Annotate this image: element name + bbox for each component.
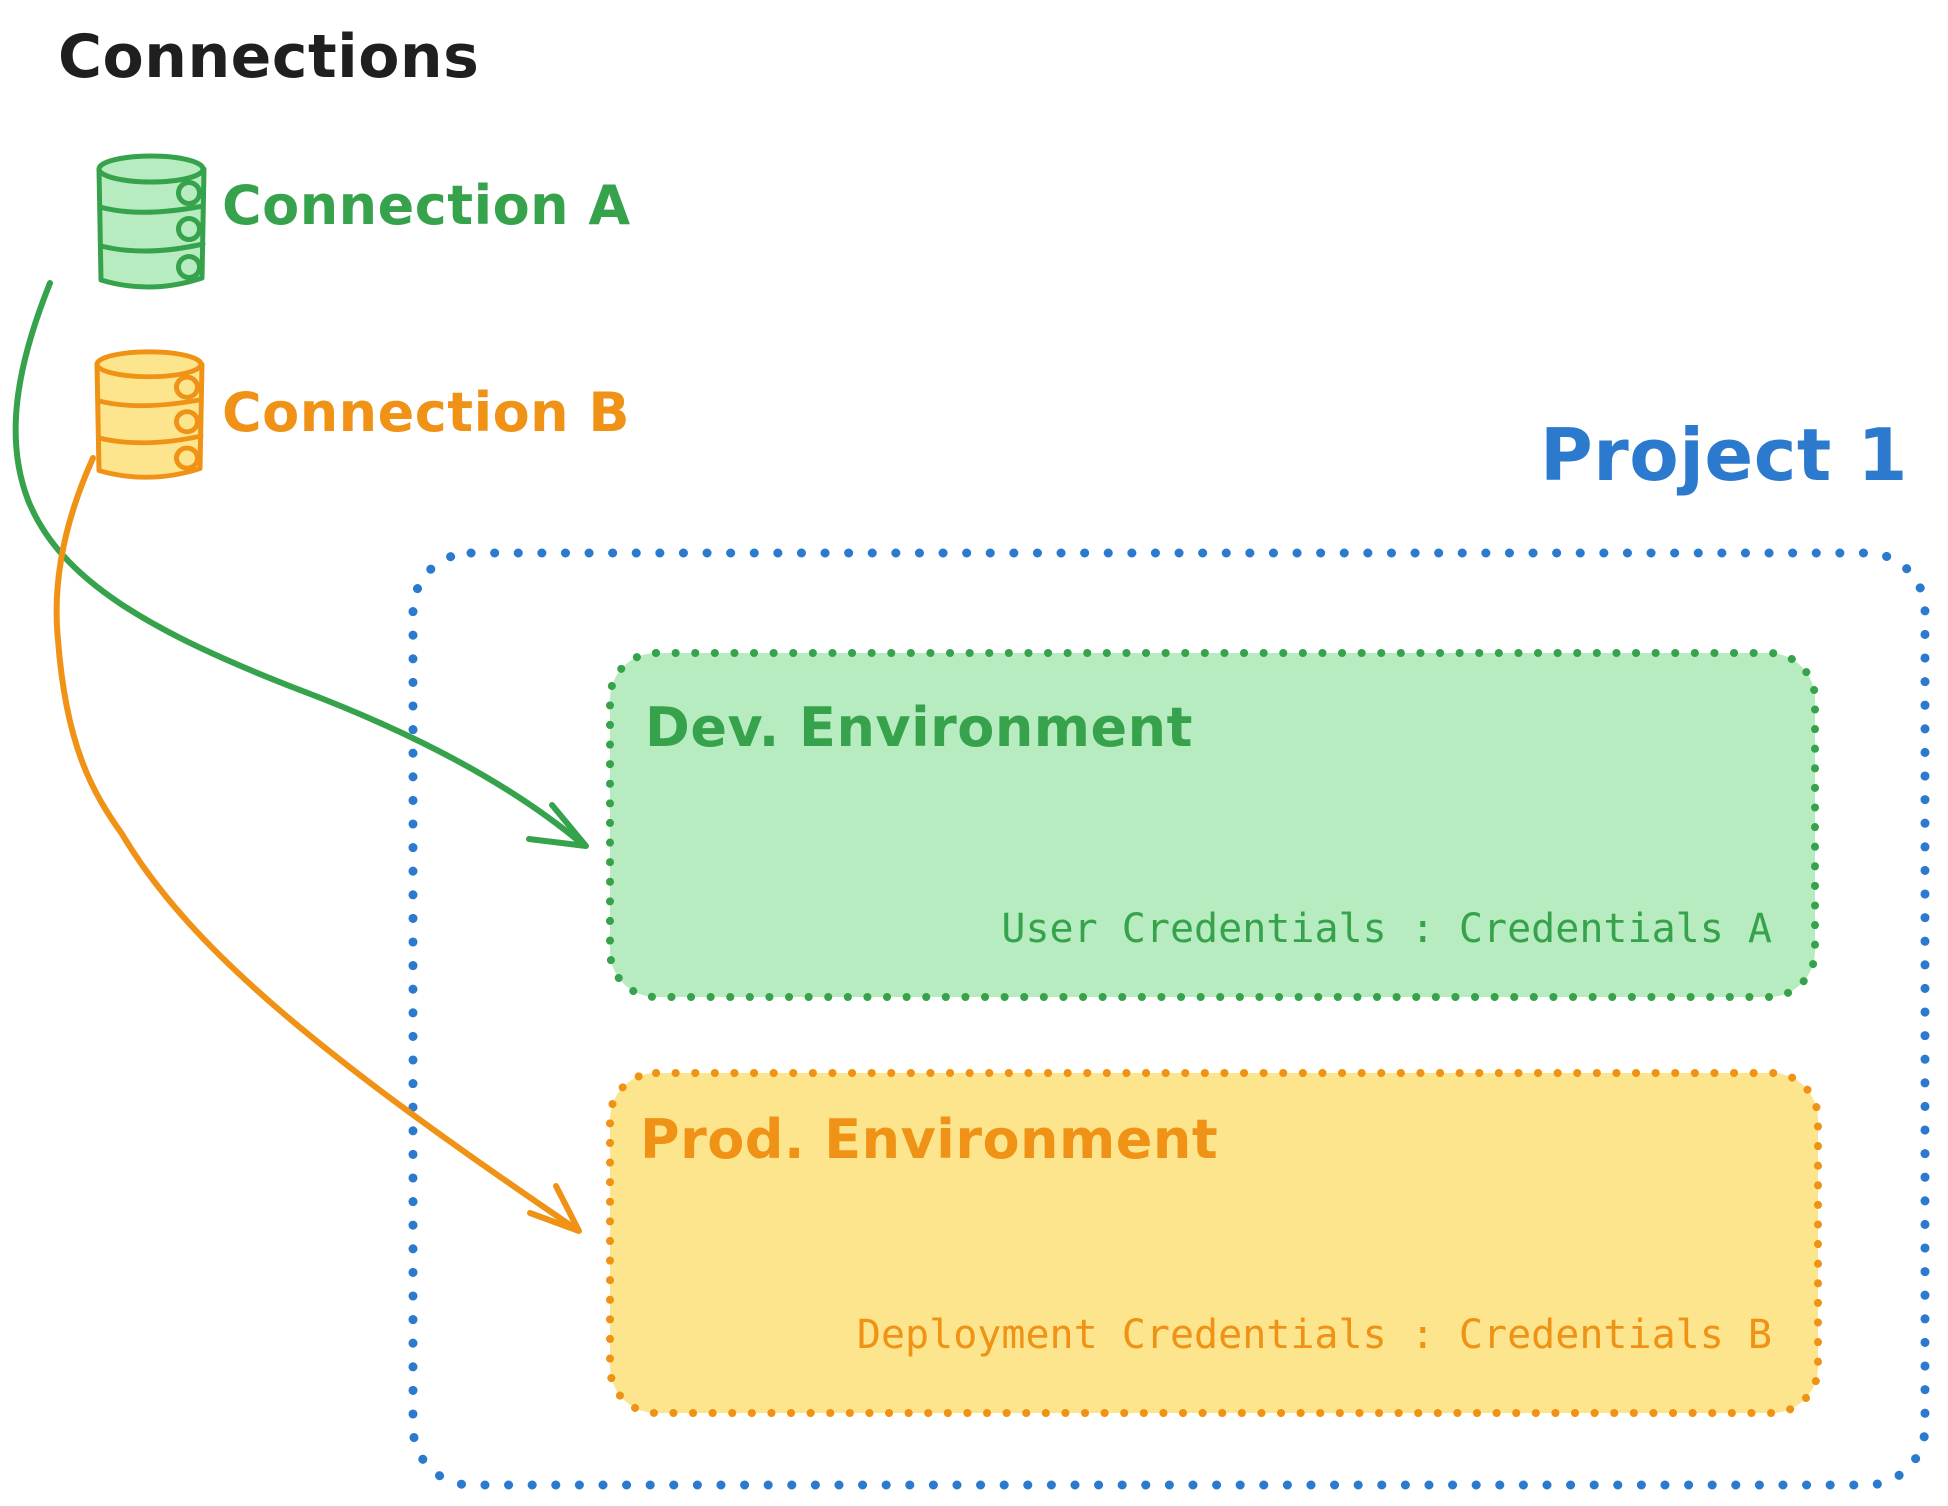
database-icon bbox=[96, 153, 207, 290]
arrowhead-icon bbox=[527, 1183, 582, 1234]
database-icon bbox=[94, 349, 205, 480]
prod-environment-box bbox=[606, 1069, 1822, 1417]
prod-environment-credentials: Deployment Credentials : Credentials B bbox=[856, 1312, 1772, 1358]
arrowhead-icon bbox=[526, 802, 589, 849]
project-box bbox=[408, 548, 1930, 1490]
arrow-connection-b-to-prod bbox=[53, 455, 582, 1234]
connections-title: Connections bbox=[58, 22, 480, 92]
project-title: Project 1 bbox=[1540, 413, 1909, 497]
dev-environment-credentials: User Credentials : Credentials A bbox=[1001, 906, 1772, 952]
connection-a-label: Connection A bbox=[222, 174, 631, 237]
arrow-connection-a-to-dev bbox=[12, 280, 589, 849]
dev-environment-box bbox=[606, 649, 1819, 1001]
prod-environment-title: Prod. Environment bbox=[640, 1108, 1219, 1171]
dev-environment-title: Dev. Environment bbox=[645, 696, 1193, 759]
connection-b-label: Connection B bbox=[222, 381, 631, 444]
